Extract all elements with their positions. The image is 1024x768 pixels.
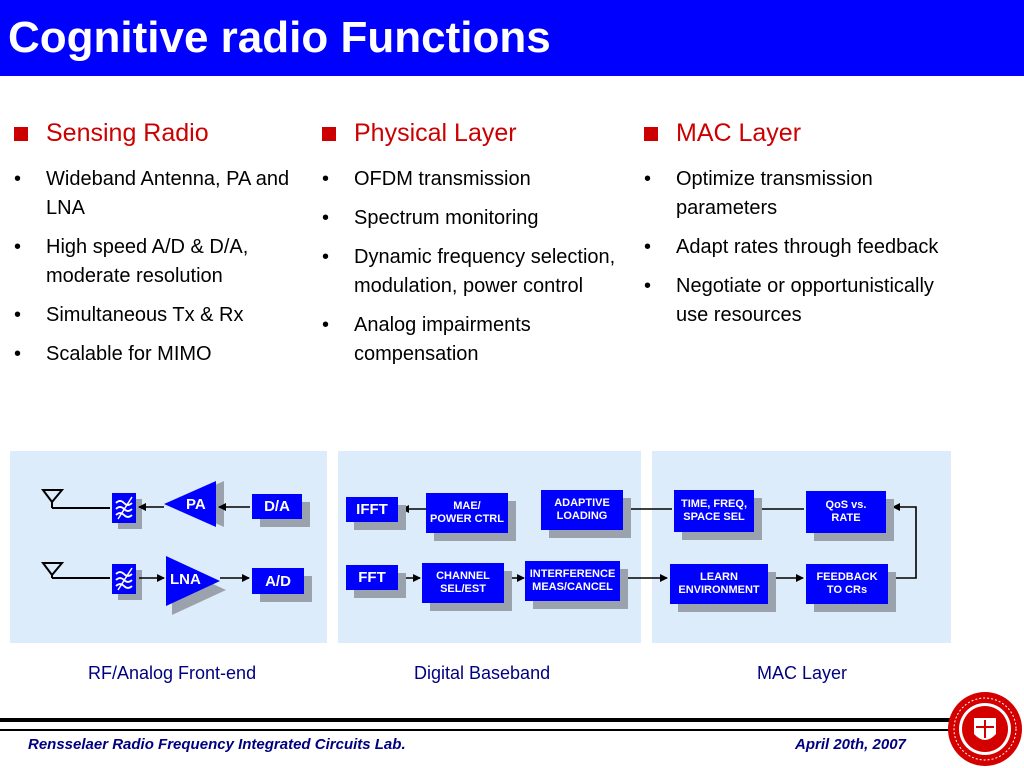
bullet-dot: • (644, 275, 652, 297)
bullet-square-icon (644, 127, 658, 141)
channel-sel-est-block: CHANNEL SEL/EST (422, 563, 504, 603)
caption-digital-baseband: Digital Baseband (414, 663, 551, 683)
bullet-square-icon (322, 127, 336, 141)
slide-title: Cognitive radio Functions (8, 13, 551, 62)
da-converter-block: D/A (252, 494, 302, 519)
list-item: •Dynamic frequency selection, modulation… (318, 243, 618, 301)
list-item: •Analog impairments compensation (318, 311, 618, 369)
footer-lab-name: Rensselaer Radio Frequency Integrated Ci… (28, 736, 406, 753)
bullet-dot: • (14, 168, 22, 190)
list-item: •Negotiate or opportunistically use reso… (640, 272, 940, 330)
bullet-dot: • (322, 207, 330, 229)
ifft-block: IFFT (346, 497, 398, 522)
ad-converter-block: A/D (252, 568, 304, 594)
feedback-to-crs-block: FEEDBACK TO CRs (806, 564, 888, 604)
bullet-dot: • (14, 304, 22, 326)
antenna-icon (41, 562, 110, 579)
interference-meas-cancel-block: INTERFERENCE MEAS/CANCEL (525, 561, 620, 601)
column-sensing-radio: Sensing Radio •Wideband Antenna, PA and … (10, 115, 310, 369)
panel-mac-layer (652, 451, 951, 643)
filter-icon (112, 493, 142, 529)
pa-amplifier-triangle-icon (164, 481, 224, 527)
column-heading: Physical Layer (318, 115, 618, 155)
filter-icon (112, 564, 142, 600)
list-item: •Adapt rates through feedback (640, 233, 940, 262)
column-heading: Sensing Radio (10, 115, 310, 155)
panel-rf-frontend (10, 451, 327, 643)
panel-digital-baseband (338, 451, 641, 643)
column-physical-layer: Physical Layer •OFDM transmission •Spect… (318, 115, 618, 369)
list-item: •High speed A/D & D/A, moderate resoluti… (10, 233, 310, 291)
footer-rule (0, 718, 950, 722)
time-freq-space-sel-block: TIME, FREQ, SPACE SEL (674, 490, 754, 532)
list-item: •Wideband Antenna, PA and LNA (10, 165, 310, 223)
list-item: •OFDM transmission (318, 165, 618, 194)
bullet-dot: • (14, 343, 22, 365)
title-bar: Cognitive radio Functions (0, 0, 1024, 76)
fft-block: FFT (346, 565, 398, 590)
list-item: •Simultaneous Tx & Rx (10, 301, 310, 330)
caption-rf-frontend: RF/Analog Front-end (88, 663, 257, 683)
caption-mac-layer: MAC Layer (757, 663, 848, 683)
rpi-seal-logo (948, 692, 1022, 766)
column-heading: MAC Layer (640, 115, 940, 155)
pa-label: PA (186, 496, 206, 513)
learn-environment-block: LEARN ENVIRONMENT (670, 564, 768, 604)
mae-power-ctrl-block: MAE/ POWER CTRL (426, 493, 508, 533)
column-mac-layer: MAC Layer •Optimize transmission paramet… (640, 115, 940, 330)
list-item: •Scalable for MIMO (10, 340, 310, 369)
bullet-dot: • (644, 168, 652, 190)
list-item: •Optimize transmission parameters (640, 165, 940, 223)
adaptive-loading-block: ADAPTIVE LOADING (541, 490, 623, 530)
bullet-dot: • (322, 314, 330, 336)
bullet-dot: • (322, 168, 330, 190)
lna-label: LNA (170, 571, 201, 588)
lna-amplifier-triangle-icon (166, 556, 226, 615)
antenna-icon (41, 489, 110, 509)
bullet-dot: • (644, 236, 652, 258)
bullet-dot: • (322, 246, 330, 268)
bullet-dot: • (14, 236, 22, 258)
footer-rule-thin (0, 729, 950, 731)
bullet-square-icon (14, 127, 28, 141)
footer-date: April 20th, 2007 (795, 736, 906, 753)
list-item: •Spectrum monitoring (318, 204, 618, 233)
qos-vs-rate-block: QoS vs. RATE (806, 491, 886, 533)
